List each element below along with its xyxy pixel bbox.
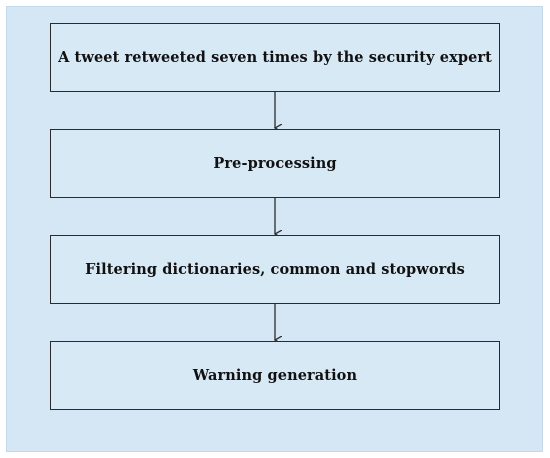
step-filtering-label: Filtering dictionaries, common and stopw…: [85, 261, 465, 278]
step-filtering-box: Filtering dictionaries, common and stopw…: [50, 235, 500, 304]
step-warning-generation-label: Warning generation: [192, 367, 358, 384]
step-warning-generation-box: Warning generation: [50, 341, 500, 410]
step-preprocessing-label: Pre-processing: [213, 155, 337, 172]
step-tweet-input-box: A tweet retweeted seven times by the sec…: [50, 23, 500, 92]
step-tweet-input-label: A tweet retweeted seven times by the sec…: [58, 49, 492, 66]
step-preprocessing-box: Pre-processing: [50, 129, 500, 198]
